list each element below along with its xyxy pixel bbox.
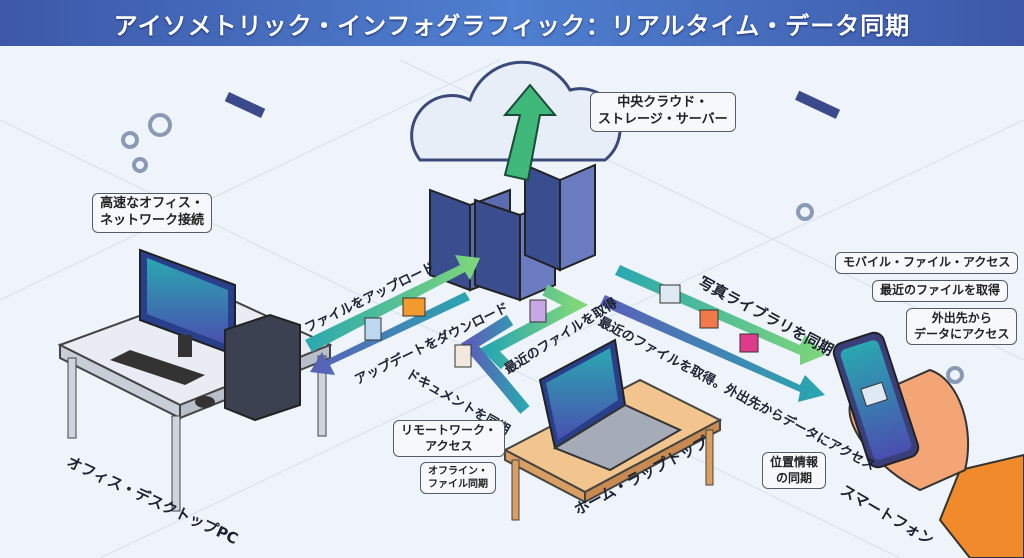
document-icon <box>454 344 472 368</box>
callout-text: アクセス <box>425 438 473 453</box>
callout-text: 外出先から <box>931 311 992 325</box>
laptop-get-arrow <box>480 284 589 370</box>
callout-text: の同期 <box>776 470 813 485</box>
callout-text: ストレージ・サーバー <box>598 111 728 127</box>
callout-text: オフライン・ <box>428 466 488 477</box>
office-network-callout: 高速なオフィス・ ネットワーク接続 <box>92 193 213 233</box>
home-laptop[interactable] <box>502 338 723 521</box>
recent-files-callout: 最近のファイルを取得 <box>872 280 1009 302</box>
document-icon <box>364 317 382 341</box>
callout-text: モバイル・ファイル・アクセス <box>843 255 1011 269</box>
satellite-icon <box>224 90 841 119</box>
callout-text: 位置情報 <box>770 455 819 469</box>
callout-text: 中央クラウド・ <box>617 95 709 110</box>
gear-icon <box>121 113 964 384</box>
offline-sync-callout: オフライン・ ファイル同期 <box>420 462 496 494</box>
video-icon <box>739 333 759 353</box>
callout-text: 最近のファイルを取得 <box>880 283 1001 297</box>
callout-text: リモートワーク・ <box>401 423 497 437</box>
callout-text: データにアクセス <box>914 326 1010 341</box>
location-sync-callout: 位置情報 の同期 <box>762 452 827 490</box>
cloud-storage-server[interactable] <box>410 60 622 302</box>
office-desktop-pc[interactable] <box>57 248 333 512</box>
music-icon <box>699 309 719 329</box>
mobile-access-callout: モバイル・ファイル・アクセス <box>835 252 1019 274</box>
remote-data-callout: 外出先から データにアクセス <box>906 308 1018 346</box>
callout-text: ネットワーク接続 <box>100 212 205 228</box>
page-title: アイソメトリック・インフォグラフィック：リアルタイム・データ同期 <box>113 11 911 40</box>
callout-text: 高速なオフィス・ <box>100 196 204 211</box>
title-bar: アイソメトリック・インフォグラフィック：リアルタイム・データ同期 <box>0 0 1024 46</box>
cloud-callout: 中央クラウド・ ストレージ・サーバー <box>590 92 736 132</box>
download-arrow <box>310 292 470 375</box>
photo-icon <box>659 284 681 304</box>
smartphone[interactable] <box>831 330 1024 558</box>
callout-text: ファイル同期 <box>428 479 488 490</box>
upload-arrow <box>305 255 480 352</box>
phone-get-arrow <box>600 295 825 402</box>
laptop-sync-arrow <box>460 314 530 414</box>
music-file-icon <box>529 299 547 323</box>
remote-work-callout: リモートワーク・ アクセス <box>393 420 505 458</box>
folder-icon <box>402 297 426 317</box>
